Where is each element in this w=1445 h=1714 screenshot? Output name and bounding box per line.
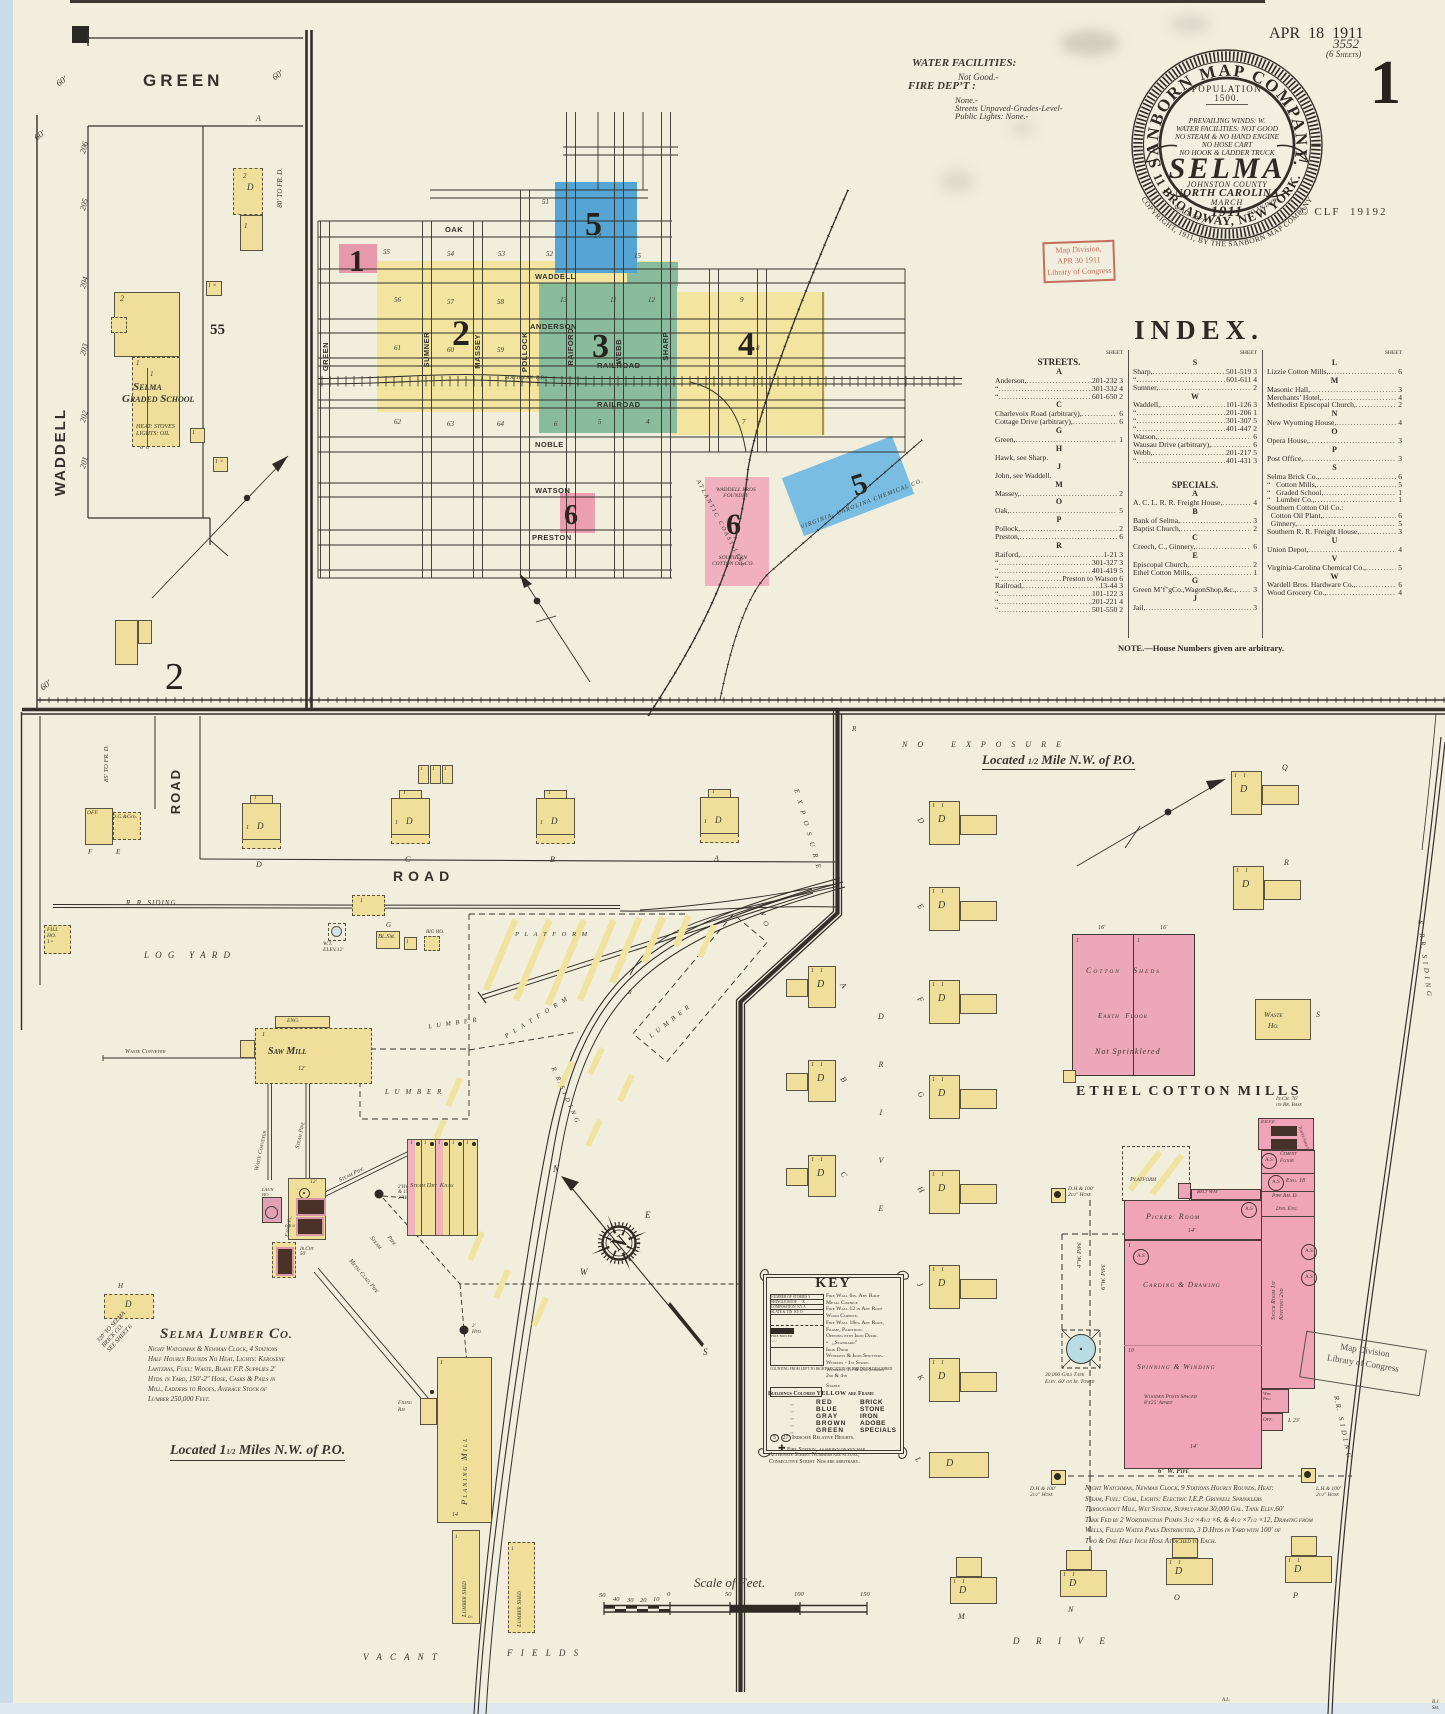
svg-text:PREVAILING WINDS: W.: PREVAILING WINDS: W. — [1188, 116, 1266, 125]
svg-text:MARCH: MARCH — [1210, 198, 1244, 207]
svg-text:W: W — [580, 1267, 589, 1277]
svg-text:JOHNSTON COUNTY: JOHNSTON COUNTY — [1187, 180, 1269, 189]
svg-text:NO HOSE CART: NO HOSE CART — [1201, 140, 1253, 149]
svg-text:E: E — [644, 1210, 651, 1220]
svg-text:SELMA: SELMA — [1169, 152, 1286, 185]
svg-text:1500.: 1500. — [1214, 93, 1239, 103]
svg-text:NO STEAM & NO HAND ENGINE: NO STEAM & NO HAND ENGINE — [1174, 132, 1280, 141]
svg-text:N: N — [552, 1164, 560, 1174]
svg-text:NORTH CAROLINA: NORTH CAROLINA — [1174, 187, 1280, 199]
svg-text:S: S — [703, 1347, 708, 1357]
svg-text:POPULATION: POPULATION — [1192, 84, 1263, 94]
svg-text:NO HOOK & LADDER TRUCK: NO HOOK & LADDER TRUCK — [1178, 148, 1275, 157]
svg-text:WATER FACILITIES: NOT GOOD: WATER FACILITIES: NOT GOOD — [1176, 124, 1279, 133]
svg-text:1911: 1911 — [1211, 204, 1243, 220]
